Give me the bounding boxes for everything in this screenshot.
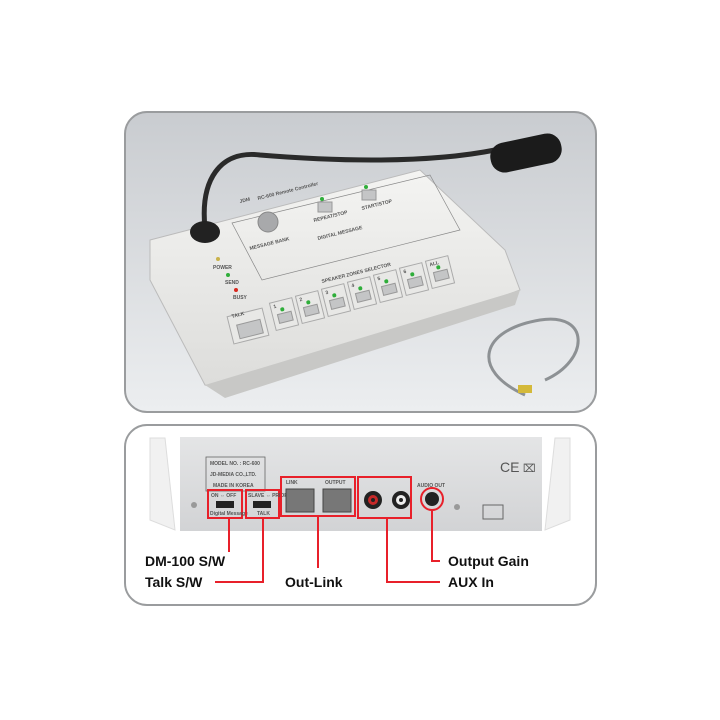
rear-view-panel: MODEL NO. : RC-600 JD-MEDIA CO.,LTD. MAD… (124, 424, 597, 606)
power-label: POWER (213, 265, 232, 271)
talk-switch-bottom-label: TALK (257, 511, 270, 517)
output-label: OUTPUT (325, 480, 346, 486)
front-view-panel: RC-600 Remote Controller JDM MESSAGE BAN… (124, 111, 597, 413)
talk-switch[interactable] (253, 501, 271, 508)
talk-switch-top-label: SLAVE ⇔ PRIORI (248, 493, 290, 499)
zone-button-all[interactable]: ALL (424, 255, 456, 290)
zone-label: 1 (273, 304, 277, 311)
dm-switch-top-label: ON ⇔ OFF (211, 493, 236, 499)
made-in-text: MADE IN KOREA (213, 483, 254, 489)
audio-out-label: AUDIO OUT (417, 483, 445, 489)
callout-out-link: Out-Link (285, 574, 343, 590)
zone-button-5[interactable]: 5 (372, 269, 404, 304)
zone-button-1[interactable]: 1 (268, 297, 300, 332)
output-gain-knob[interactable] (425, 492, 439, 506)
microphone-windscreen (490, 133, 562, 173)
zone-label: 2 (299, 297, 303, 304)
output-port[interactable] (322, 488, 352, 513)
zone-label: 6 (403, 269, 407, 276)
rear-panel (180, 437, 542, 531)
zone-led (332, 293, 337, 298)
microphone-base (190, 221, 220, 243)
link-port[interactable] (285, 488, 315, 513)
zone-led (410, 272, 415, 277)
microphone-gooseneck (201, 147, 496, 229)
busy-led (234, 288, 238, 292)
ce-mark: CE (500, 459, 519, 475)
zone-led (280, 307, 285, 312)
screw (191, 502, 197, 508)
zone-label: 5 (377, 276, 381, 283)
dm-switch-bottom-label: Digital Message (210, 511, 248, 517)
zone-button-3[interactable]: 3 (320, 283, 352, 318)
callout-dm100-switch: DM-100 S/W (145, 553, 226, 569)
zone-led (358, 286, 363, 291)
power-led (216, 257, 220, 261)
zone-led (436, 265, 441, 270)
dm-100-switch[interactable] (216, 501, 234, 508)
send-label: SEND (225, 280, 239, 286)
model-number-text: MODEL NO. : RC-600 (210, 461, 260, 467)
brand-logo: JDM (239, 197, 251, 205)
busy-label: BUSY (233, 295, 248, 301)
zone-led (306, 300, 311, 305)
zone-label: 3 (325, 290, 329, 297)
zone-led (384, 279, 389, 284)
weee-bin-icon: ⌧ (523, 462, 536, 475)
start-stop-button[interactable] (361, 189, 377, 201)
talk-button[interactable]: TALK (226, 307, 270, 345)
message-bank-knob[interactable] (257, 211, 279, 233)
company-text: JD-MEDIA CO.,LTD. (210, 472, 257, 478)
zone-button-2[interactable]: 2 (294, 290, 326, 325)
svg-text:TALK: TALK (231, 311, 245, 320)
repeat-led (320, 197, 324, 201)
zone-label: ALL (429, 260, 440, 268)
zone-button-6[interactable]: 6 (398, 262, 430, 297)
callout-output-gain: Output Gain (448, 553, 529, 569)
start-led (364, 185, 368, 189)
pinout-diagram (482, 504, 504, 520)
send-led (226, 273, 230, 277)
callout-aux-in: AUX In (448, 574, 494, 590)
network-cable (487, 317, 580, 397)
callout-lines (215, 510, 440, 583)
link-label: LINK (286, 480, 298, 486)
zone-label: 4 (351, 283, 355, 290)
screw (454, 504, 460, 510)
zone-button-4[interactable]: 4 (346, 276, 378, 311)
cable-connector (518, 385, 532, 393)
callout-talk-switch: Talk S/W (145, 574, 203, 590)
repeat-stop-button[interactable] (317, 201, 333, 213)
